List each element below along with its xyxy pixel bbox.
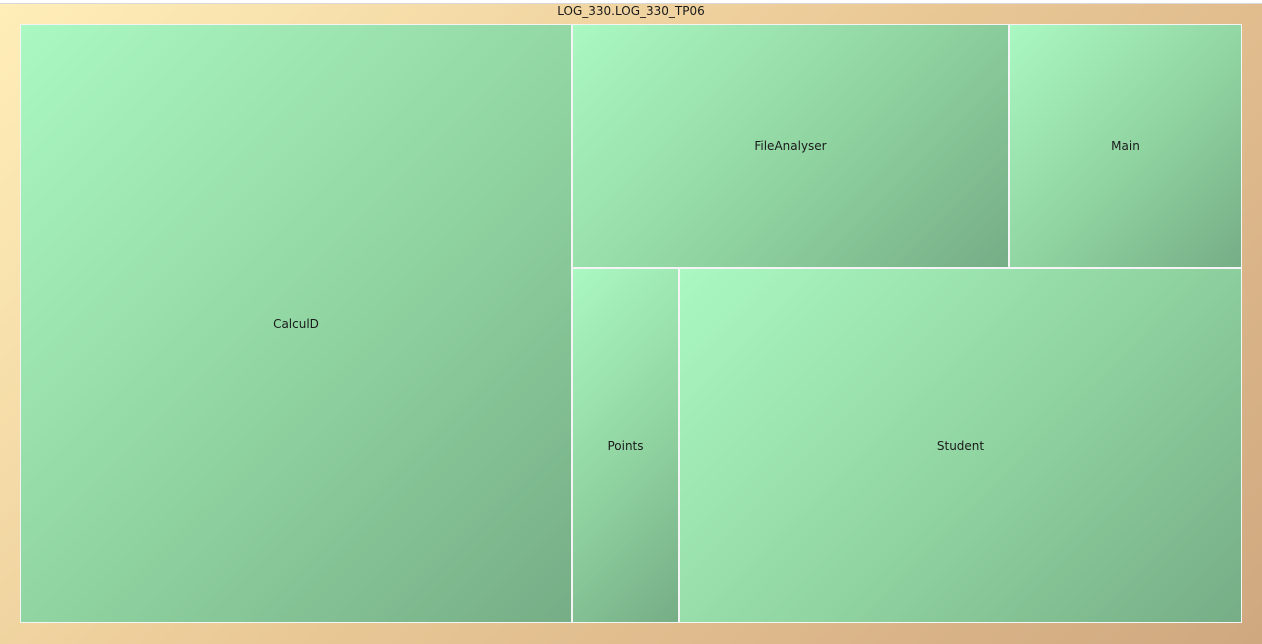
treemap-tile-label: CalculD	[273, 316, 319, 331]
treemap-tile-calculd[interactable]: CalculD	[20, 24, 572, 623]
chart-title: LOG_330.LOG_330_TP06	[557, 4, 705, 18]
treemap-tile-label: Points	[607, 438, 644, 453]
treemap-tile-label: FileAnalyser	[754, 139, 827, 153]
treemap-tile-student[interactable]: Student	[679, 268, 1242, 623]
treemap-tile-label: Student	[936, 438, 985, 453]
treemap-tile-fileanalyser[interactable]: FileAnalyser	[572, 24, 1009, 268]
treemap-tile-points[interactable]: Points	[572, 268, 679, 623]
treemap-tile-main[interactable]: Main	[1009, 24, 1242, 268]
treemap-tile-label: Main	[1111, 139, 1140, 153]
